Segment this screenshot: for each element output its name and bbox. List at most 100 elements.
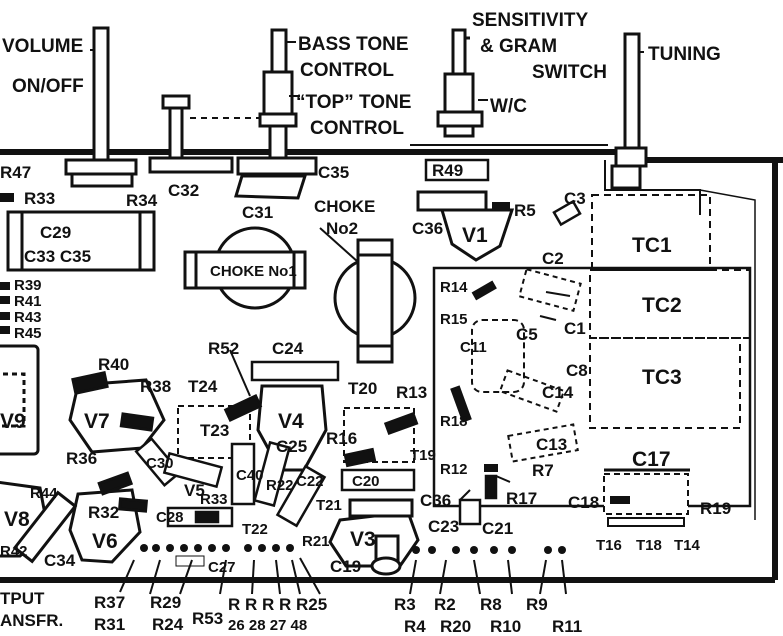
label-r40: R40 bbox=[98, 355, 129, 374]
label-r42: R42 bbox=[0, 543, 28, 560]
label-r32: R32 bbox=[88, 503, 119, 522]
label-c21: C21 bbox=[482, 519, 513, 538]
label-tc3: TC3 bbox=[642, 366, 682, 389]
v7-valve bbox=[68, 371, 166, 454]
label-r22: R22 bbox=[266, 477, 294, 494]
bass-tone-control bbox=[234, 28, 318, 200]
label-r36: R36 bbox=[66, 449, 97, 468]
sensitivity-label: SENSITIVITY bbox=[472, 10, 588, 31]
label-r14: R14 bbox=[440, 279, 468, 296]
label-r52: R52 bbox=[208, 339, 239, 358]
choke-2 bbox=[333, 238, 417, 364]
label-r53: R53 bbox=[192, 609, 223, 628]
label-r12: R12 bbox=[440, 461, 468, 478]
t23-transformer bbox=[177, 394, 263, 459]
control-labels: VOLUME ON/OFF BASS TONE CONTROL “TOP” TO… bbox=[2, 10, 721, 139]
label-c24: C24 bbox=[272, 339, 304, 358]
label-r13: R13 bbox=[396, 383, 427, 402]
label-r20: R20 bbox=[440, 617, 471, 636]
label-choke-2-no: No2 bbox=[326, 219, 358, 238]
label-r45: R45 bbox=[14, 325, 42, 342]
c17-block bbox=[603, 468, 690, 527]
v3-valve bbox=[328, 498, 420, 576]
label-c8: C8 bbox=[566, 361, 588, 380]
bass-tone-label: BASS TONE bbox=[298, 34, 409, 55]
c24-capacitor bbox=[250, 360, 340, 382]
label-t18: T18 bbox=[636, 537, 662, 554]
switch-label: SWITCH bbox=[532, 62, 607, 83]
wc-label: W/C bbox=[490, 96, 527, 117]
label-t22: T22 bbox=[242, 521, 268, 538]
label-r-numbers: 26 28 27 48 bbox=[228, 617, 307, 634]
label-r41: R41 bbox=[14, 293, 42, 310]
leader-lines bbox=[90, 41, 644, 595]
label-r29: R29 bbox=[150, 593, 181, 612]
small-resistors bbox=[0, 193, 630, 504]
label-c25: C25 bbox=[276, 437, 307, 456]
label-r-group: R R R R R25 bbox=[228, 595, 327, 614]
label-t20: T20 bbox=[348, 379, 377, 398]
label-v1: V1 bbox=[462, 224, 488, 247]
label-v7: V7 bbox=[84, 410, 110, 433]
label-r33-mid: R33 bbox=[200, 491, 228, 508]
on-off-label: ON/OFF bbox=[12, 76, 84, 97]
tuning-label: TUNING bbox=[648, 44, 721, 65]
label-t19: T19 bbox=[410, 447, 436, 464]
label-c22: C22 bbox=[296, 473, 324, 490]
tuning-control bbox=[610, 32, 648, 190]
label-c11: C11 bbox=[460, 339, 487, 356]
volume-label: VOLUME bbox=[2, 36, 83, 57]
label-c17: C17 bbox=[632, 448, 671, 471]
label-c18: C18 bbox=[568, 493, 599, 512]
label-c34: C34 bbox=[44, 551, 76, 570]
label-c30: C30 bbox=[146, 455, 174, 472]
label-transfr: ANSFR. bbox=[0, 611, 63, 630]
label-t21: T21 bbox=[316, 497, 342, 514]
label-r44: R44 bbox=[30, 485, 58, 502]
label-c31: C31 bbox=[242, 203, 273, 222]
label-c40: C40 bbox=[236, 467, 264, 484]
pin-row bbox=[140, 544, 566, 567]
label-v8: V8 bbox=[4, 508, 30, 531]
label-r21: R21 bbox=[302, 533, 330, 550]
label-c35: C35 bbox=[318, 163, 349, 182]
label-v9: V9 bbox=[0, 410, 26, 433]
label-v3: V3 bbox=[350, 528, 376, 551]
c29-block bbox=[6, 210, 156, 272]
volume-control bbox=[64, 26, 138, 188]
label-c27: C27 bbox=[208, 559, 236, 576]
label-r16: R16 bbox=[326, 429, 357, 448]
r49-resistor bbox=[410, 144, 608, 182]
label-choke-2: CHOKE bbox=[314, 197, 375, 216]
label-v5: V5 bbox=[184, 481, 205, 500]
coil-panel bbox=[432, 194, 752, 508]
label-v6: V6 bbox=[92, 530, 118, 553]
label-r37: R37 bbox=[94, 593, 125, 612]
preset-shaft bbox=[148, 94, 262, 174]
v5-transformer bbox=[166, 506, 234, 528]
label-c32: C32 bbox=[168, 181, 199, 200]
top-tone-label: “TOP” TONE bbox=[296, 92, 411, 113]
sensitivity-switch bbox=[436, 28, 484, 138]
label-c2: C2 bbox=[542, 249, 564, 268]
label-c36-mid: C36 bbox=[420, 491, 451, 510]
v9-valve bbox=[0, 344, 40, 456]
label-r38: R38 bbox=[140, 377, 171, 396]
label-r33: R33 bbox=[24, 189, 55, 208]
label-c13: C13 bbox=[536, 435, 567, 454]
c3-capacitor bbox=[552, 199, 582, 227]
label-r34: R34 bbox=[126, 191, 158, 210]
t20-transformer bbox=[343, 407, 419, 463]
choke-1 bbox=[183, 226, 307, 310]
label-r17: R17 bbox=[506, 489, 537, 508]
label-c1: C1 bbox=[564, 319, 586, 338]
label-c20: C20 bbox=[352, 473, 380, 490]
label-tc2: TC2 bbox=[642, 294, 682, 317]
label-c29: C29 bbox=[40, 223, 71, 242]
label-r2: R2 bbox=[434, 595, 456, 614]
label-r19: R19 bbox=[700, 499, 731, 518]
label-r49: R49 bbox=[432, 161, 463, 180]
label-t14: T14 bbox=[674, 537, 701, 554]
c20-capacitor bbox=[340, 447, 416, 492]
